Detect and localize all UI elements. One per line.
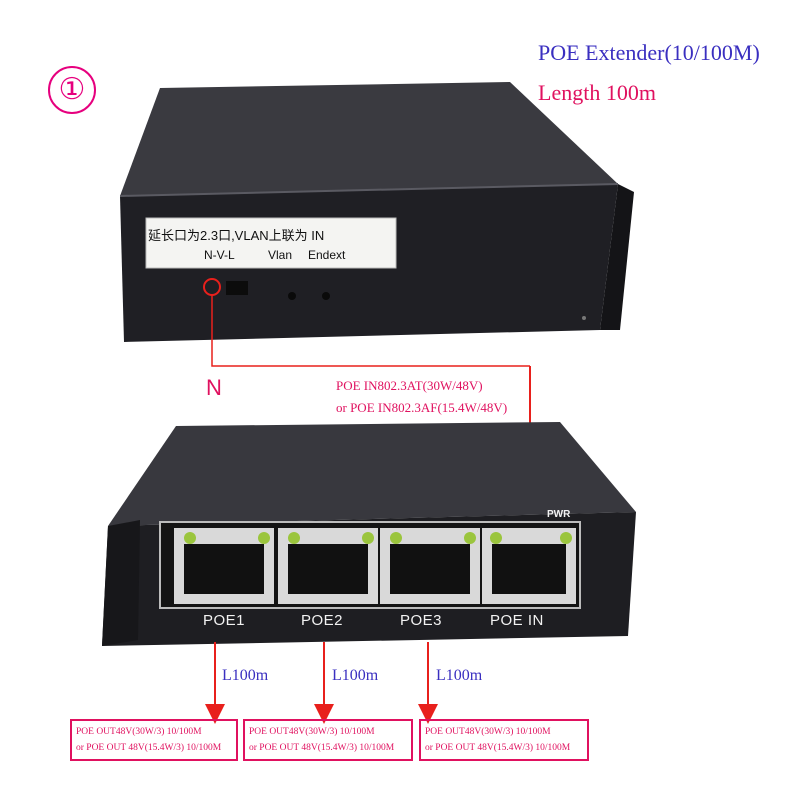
top-device-sticker bbox=[145, 217, 397, 269]
pwr-label: PWR bbox=[547, 509, 571, 520]
sticker-label-endext: Endext bbox=[308, 248, 346, 262]
top-device bbox=[119, 82, 634, 342]
output-spec-line: or POE OUT 48V(15.4W/3) 10/100M bbox=[76, 743, 222, 753]
sticker-label-nvl: N-V-L bbox=[204, 248, 235, 262]
sticker-text: 延长口为2.3口,VLAN上联为 IN bbox=[148, 228, 325, 243]
switch-callout-line bbox=[211, 295, 530, 367]
sticker-label-vlan: Vlan bbox=[268, 248, 293, 262]
output-spec-line: POE OUT48V(30W/3) 10/100M bbox=[76, 727, 202, 737]
length-label-poe1: L100m bbox=[222, 667, 269, 684]
title-line2: Length 100m bbox=[538, 80, 656, 105]
length-label-poe2: L100m bbox=[332, 667, 379, 684]
output-spec-box-poe1: POE OUT48V(30W/3) 10/100M or POE OUT 48V… bbox=[70, 719, 238, 761]
bottom-device bbox=[102, 422, 636, 646]
led-hole bbox=[288, 292, 296, 300]
length-label-poe3: L100m bbox=[436, 667, 483, 684]
poe-in-note-line2: or POE IN802.3AF(15.4W/48V) bbox=[336, 400, 508, 415]
output-spec-line: or POE OUT 48V(15.4W/3) 10/100M bbox=[249, 743, 395, 753]
port-label-poe2: POE2 bbox=[301, 612, 344, 629]
port-label-poe3: POE3 bbox=[400, 612, 443, 629]
output-spec-line: or POE OUT 48V(15.4W/3) 10/100M bbox=[425, 743, 571, 753]
nvl-switch bbox=[226, 281, 248, 295]
port-poe2 bbox=[278, 528, 378, 604]
switch-annotation: N bbox=[206, 375, 222, 400]
port-label-poe-in: POE IN bbox=[490, 612, 544, 629]
port-poe1 bbox=[174, 528, 274, 604]
output-spec-box-poe3: POE OUT48V(30W/3) 10/100M or POE OUT 48V… bbox=[419, 719, 589, 761]
title-line1: POE Extender(10/100M) bbox=[538, 40, 760, 65]
port-label-poe1: POE1 bbox=[203, 612, 246, 629]
step-badge: ① bbox=[48, 66, 96, 114]
output-spec-line: POE OUT48V(30W/3) 10/100M bbox=[249, 727, 375, 737]
output-spec-box-poe2: POE OUT48V(30W/3) 10/100M or POE OUT 48V… bbox=[243, 719, 413, 761]
port-poe3 bbox=[380, 528, 480, 604]
output-spec-line: POE OUT48V(30W/3) 10/100M bbox=[425, 727, 551, 737]
led-hole bbox=[322, 292, 330, 300]
port-poe-in bbox=[482, 528, 576, 604]
poe-in-note-line1: POE IN802.3AT(30W/48V) bbox=[336, 378, 483, 393]
